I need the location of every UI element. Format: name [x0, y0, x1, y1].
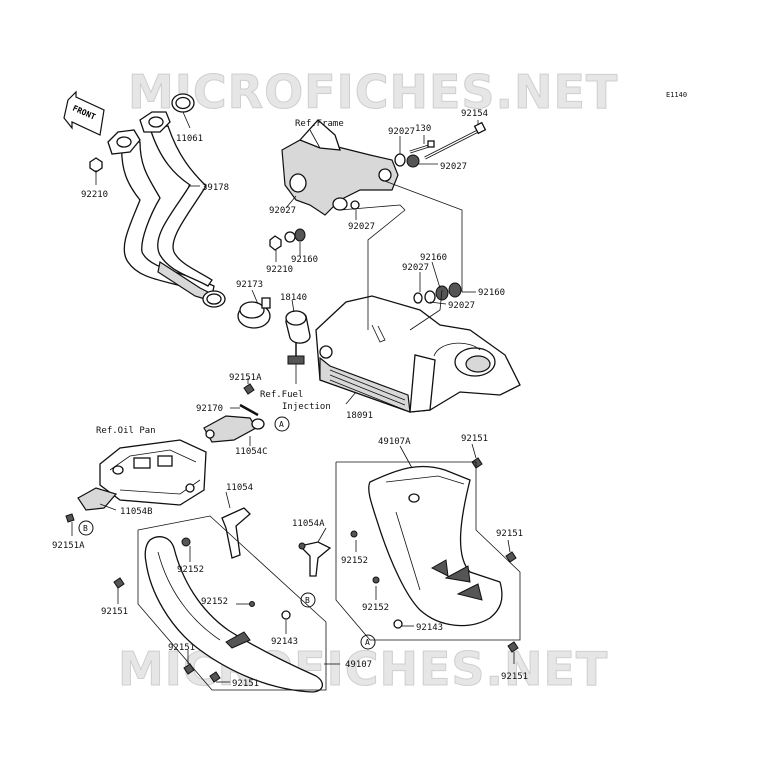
bracket-11054B: [77, 487, 118, 511]
bolt-130: [409, 140, 435, 154]
label-ref-frame: Ref.Frame: [295, 119, 344, 129]
bolt-92154: [424, 121, 487, 160]
label-92160-c: 92160: [478, 288, 505, 298]
label-92027-e: 92027: [402, 263, 429, 273]
label-92151A-b: 92151A: [52, 541, 85, 551]
gasket-18140: [285, 310, 311, 344]
svg-text:A: A: [365, 638, 370, 647]
label-92027-d: 92027: [348, 222, 375, 232]
washer-92027-upper: [394, 153, 420, 168]
label-92151-c: 92151: [496, 529, 523, 539]
label-92154: 92154: [461, 109, 488, 119]
label-11054A: 11054A: [292, 519, 325, 529]
label-130: 130: [415, 124, 431, 134]
label-92151-e: 92151: [501, 672, 528, 682]
label-92151-f: 92151: [232, 679, 259, 689]
frame-bracket: [281, 119, 399, 216]
leader-lines: [71, 111, 515, 683]
label-11061: 11061: [176, 134, 203, 144]
svg-text:B: B: [83, 524, 88, 533]
cover-49107A: [368, 465, 503, 627]
bolt-92151A-lower: [65, 513, 75, 523]
washer-92027-mid: [284, 200, 360, 243]
watermark-bottom: MICROFICHES.NET: [118, 642, 608, 696]
label-92160-b: 92160: [420, 253, 447, 263]
svg-text:A: A: [279, 420, 284, 429]
bolt-92151-cover-left: [113, 577, 125, 589]
bolt-92151-cover-right-mid: [505, 551, 517, 563]
label-18091: 18091: [346, 411, 373, 421]
front-arrow-icon: FRONT: [63, 90, 105, 136]
ref-circle-A-cover: A: [360, 634, 376, 650]
svg-text:B: B: [305, 596, 310, 605]
label-92173: 92173: [236, 280, 263, 290]
label-92152-d: 92152: [362, 603, 389, 613]
label-92151-b: 92151: [101, 607, 128, 617]
oil-pan: [99, 439, 207, 506]
gasket-11061: [171, 93, 195, 113]
label-92143-b: 92143: [416, 623, 443, 633]
label-49107A: 49107A: [378, 437, 411, 447]
label-92027-c: 92027: [269, 206, 296, 216]
label-92210-a: 92210: [81, 190, 108, 200]
label-92152-a: 92152: [177, 565, 204, 575]
clamp-92173: [237, 297, 271, 329]
watermark-top: MICROFICHES.NET: [128, 65, 618, 119]
collar-92143: [281, 610, 403, 629]
rubber-92160-right: [413, 282, 462, 304]
label-11054B: 11054B: [120, 507, 153, 517]
bolt-92151-cover-right-top: [471, 457, 483, 469]
nut-92210-mid: [269, 235, 282, 251]
label-49107: 49107: [345, 660, 372, 670]
nut-92210: [89, 157, 103, 173]
label-92143-a: 92143: [271, 637, 298, 647]
label-39178: 39178: [202, 183, 229, 193]
muffler-18091: [315, 295, 521, 413]
grommet-92152: [249, 530, 380, 607]
diagram-code: E1140: [666, 91, 687, 99]
label-ref-fuel: Ref.Fuel: [260, 390, 303, 400]
sensor-fuel-injection: [287, 342, 305, 365]
ref-circle-B-lower: B: [78, 520, 94, 536]
label-ref-fuel-injection: Injection: [282, 402, 331, 412]
stud-92170: [239, 403, 259, 417]
cover-49107: [144, 536, 323, 693]
label-92151-d: 92151: [168, 643, 195, 653]
label-92027-f: 92027: [448, 301, 475, 311]
label-11054: 11054: [226, 483, 253, 493]
ref-circle-A-upper: A: [274, 416, 290, 432]
label-11054C: 11054C: [235, 447, 268, 457]
label-ref-oil-pan: Ref.Oil Pan: [96, 426, 156, 436]
label-92027-a: 92027: [388, 127, 415, 137]
label-92151A-a: 92151A: [229, 373, 262, 383]
exhaust-pipe-39178: [107, 111, 226, 308]
bracket-11054A: [298, 541, 332, 577]
label-92210-b: 92210: [266, 265, 293, 275]
label-92160-a: 92160: [291, 255, 318, 265]
label-92151-a: 92151: [461, 434, 488, 444]
bolt-92151A-upper: [243, 383, 255, 395]
label-92152-c: 92152: [201, 597, 228, 607]
bolt-92151-cover-right-bottom: [507, 641, 519, 653]
label-92152-b: 92152: [341, 556, 368, 566]
bracket-11054: [221, 507, 251, 559]
label-92170: 92170: [196, 404, 223, 414]
bracket-11054C: [203, 415, 265, 443]
ref-circle-B-cover: B: [300, 592, 316, 608]
label-92027-b: 92027: [440, 162, 467, 172]
label-18140: 18140: [280, 293, 307, 303]
